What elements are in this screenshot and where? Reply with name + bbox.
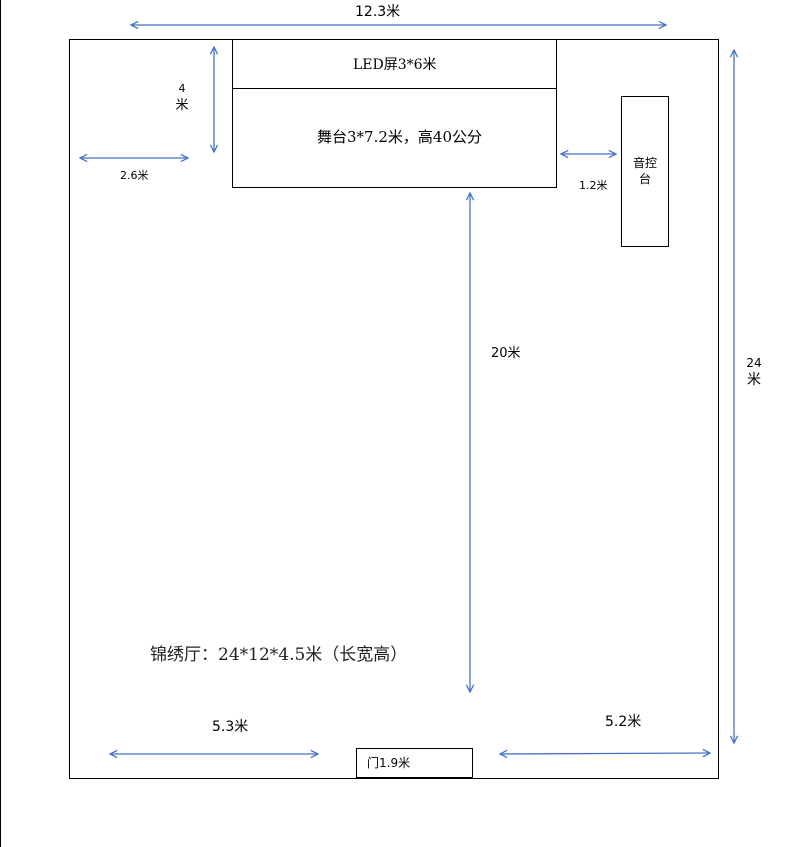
dim-height-right-num: 24 (746, 356, 762, 370)
sound-console-label: 音控 台 (621, 155, 669, 187)
dim-height-right-unit: 米 (747, 372, 761, 389)
left-edge-line (0, 0, 1, 847)
dim-bottom-right-label: 5.2米 (605, 714, 642, 730)
dim-stage-depth-num: 4 (178, 82, 186, 95)
dim-left-gap-label: 2.6米 (120, 169, 149, 182)
stage-label: 舞台3*7.2米，高40公分 (317, 128, 482, 146)
led-screen-label: LED屏3*6米 (353, 57, 437, 73)
dim-console-gap-label: 1.2米 (579, 179, 608, 192)
dim-width-top-label: 12.3米 (355, 4, 401, 20)
dim-bottom-left-label: 5.3米 (212, 719, 249, 735)
sound-console-label-line1: 音控 (632, 156, 657, 170)
arrow-bottom-right (500, 753, 710, 754)
dim-height-right-label: 24 米 (744, 355, 764, 390)
stage (232, 88, 557, 188)
dim-stage-to-door-label: 20米 (491, 346, 521, 361)
door-label: 门1.9米 (367, 756, 411, 770)
dim-stage-depth-label: 4 米 (174, 82, 190, 114)
hall-caption: 锦绣厅：24*12*4.5米（长宽高） (150, 645, 408, 665)
sound-console-label-line2: 台 (638, 172, 651, 187)
door (356, 748, 473, 778)
dim-stage-depth-unit: 米 (175, 97, 189, 113)
sound-console (621, 96, 669, 247)
